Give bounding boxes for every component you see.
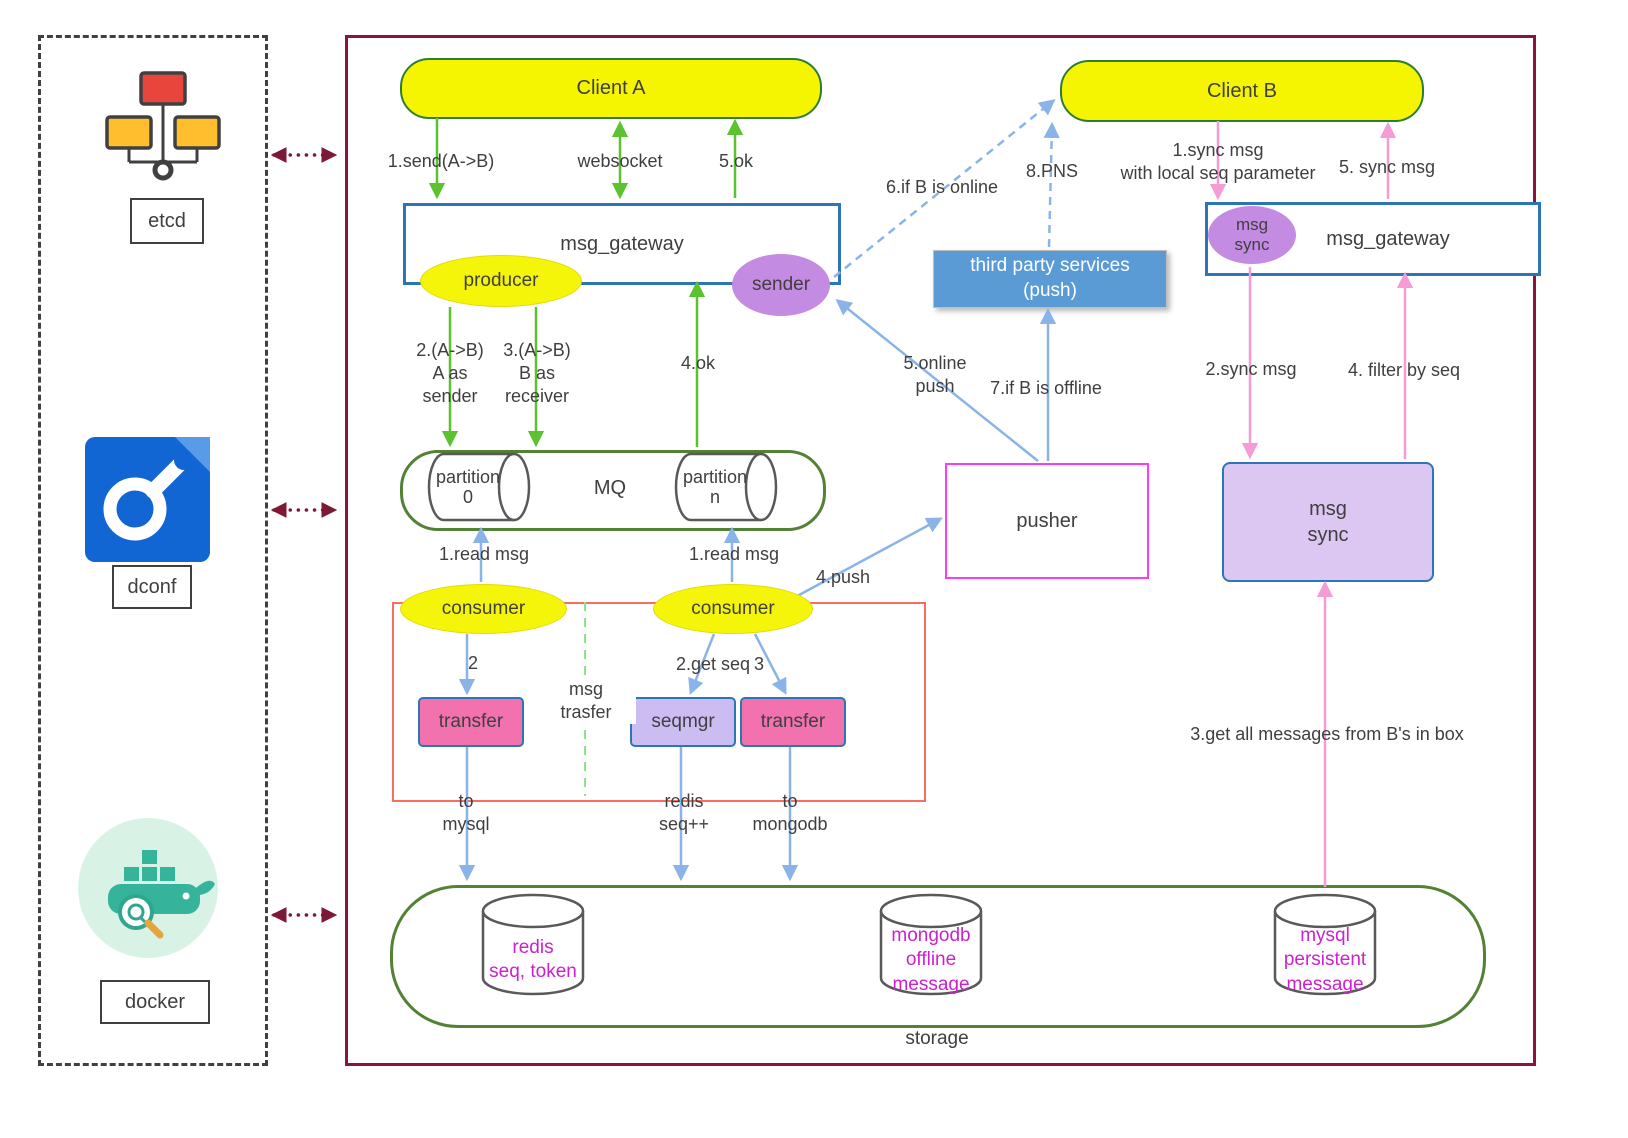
flow-label-send: 1.send(A->B)	[387, 151, 495, 171]
third-party-services-node: third party services (push)	[933, 250, 1167, 308]
dconf-icon	[85, 437, 210, 562]
flow-label-b-as-receiver: 3.(A->B) B as receiver	[503, 340, 571, 407]
mongodb-db-label: mongodb offline message	[891, 925, 971, 995]
redis-db-node	[479, 891, 587, 1002]
flow-label-if-b-offline: 7.if B is offline	[990, 378, 1102, 398]
sidebar-item-docker: docker	[100, 980, 210, 1024]
transfer-mysql-node: transfer	[418, 697, 524, 747]
cylinder-db-icon	[1273, 893, 1377, 996]
main-boundary	[345, 35, 1536, 1066]
cylinder-horizontal-icon	[674, 452, 778, 522]
client-b-node: Client B	[1060, 60, 1424, 122]
flow-label-read-left: 1.read msg	[438, 544, 530, 564]
redis-db-label: redis seq, token	[489, 937, 577, 983]
mq-label: MQ	[593, 477, 627, 499]
msg-sync-badge-node: msg sync	[1208, 206, 1296, 264]
producer-node: producer	[420, 255, 582, 307]
flow-label-ok4: 4.ok	[680, 353, 716, 373]
mysql-db-node	[1271, 891, 1379, 1002]
flow-label-to-mongodb: to mongodb	[752, 791, 828, 835]
flow-label-pns: 8.PNS	[1025, 161, 1079, 181]
seqmgr-node: seqmgr	[630, 697, 736, 747]
sidebar-item-dconf: dconf	[112, 565, 192, 609]
flow-label-step2: 2	[467, 653, 478, 673]
cylinder-db-icon	[481, 893, 585, 996]
flow-label-sync5: 5. sync msg	[1338, 157, 1436, 177]
sidebar-item-etcd: etcd	[130, 198, 204, 244]
mongodb-db-node	[877, 891, 985, 1002]
pusher-node: pusher	[945, 463, 1149, 579]
flow-label-sync2: 2.sync msg	[1205, 359, 1297, 379]
flow-label-step3: 3	[753, 654, 764, 674]
flow-label-websocket: websocket	[577, 151, 663, 171]
flow-label-push4: 4.push	[815, 567, 871, 587]
storage-label: storage	[905, 1028, 969, 1049]
flow-label-redis-seq: redis seq++	[658, 791, 710, 835]
infra-sidebar	[38, 35, 268, 1066]
partition-n-node: partition n	[671, 451, 779, 523]
consumer-left-node: consumer	[400, 584, 567, 634]
cylinder-horizontal-icon	[427, 452, 531, 522]
client-a-node: Client A	[400, 58, 822, 119]
sender-node: sender	[732, 254, 830, 316]
etcd-icon	[105, 70, 221, 190]
partition-n-label: partition n	[682, 466, 748, 507]
partition-0-node: partition 0	[424, 451, 532, 523]
consumer-right-node: consumer	[653, 584, 813, 634]
transfer-mongo-node: transfer	[740, 697, 846, 747]
flow-label-sync1: 1.sync msg with local seq parameter	[1120, 140, 1316, 184]
partition-0-label: partition 0	[435, 466, 501, 507]
docker-icon	[78, 818, 218, 958]
flow-label-get-all-messages: 3.get all messages from B's in box	[1190, 724, 1464, 744]
cylinder-db-icon	[879, 893, 983, 996]
flow-label-to-mysql: to mysql	[442, 791, 490, 835]
flow-label-ok5: 5.ok	[718, 151, 754, 171]
msg-trasfer-note: msg trasfer	[536, 678, 636, 725]
msg-sync-service-node: msg sync	[1222, 462, 1434, 582]
flow-label-filter-by-seq: 4. filter by seq	[1347, 360, 1461, 380]
mysql-db-label: mysql persistent message	[1283, 925, 1367, 995]
flow-label-read-right: 1.read msg	[688, 544, 780, 564]
